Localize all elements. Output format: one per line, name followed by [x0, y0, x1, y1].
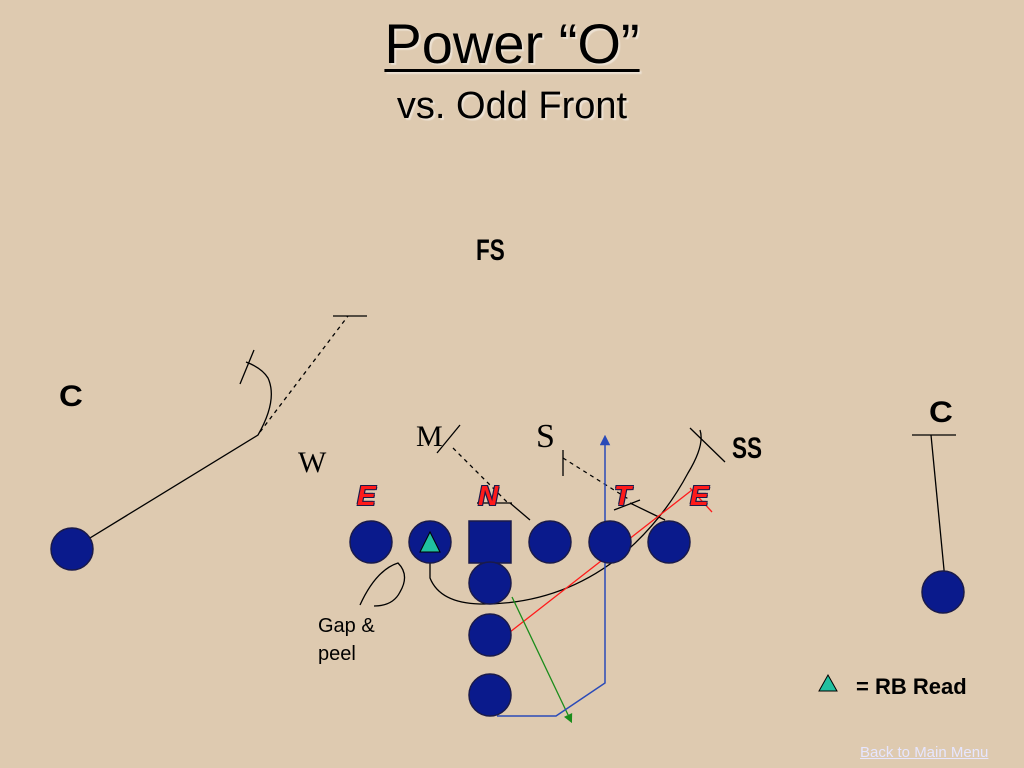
m-block-dashed: [452, 447, 509, 504]
center-to-n-block: [509, 502, 531, 521]
right-receiver: [921, 570, 965, 614]
rb-read-triangle-icon: [419, 530, 441, 553]
gap-peel-note-line2: peel: [318, 643, 356, 665]
kick-out-route-tee: [689, 487, 713, 513]
dl-e-right: E: [690, 480, 709, 511]
page-subtitle: vs. Odd Front: [396, 85, 628, 127]
tackle-to-t-block: [629, 502, 666, 521]
t-block-tee: [613, 499, 641, 511]
legend-rb-read: = RB Read: [856, 674, 967, 699]
defender-corner-right: C: [929, 396, 953, 429]
dl-e-left: E: [357, 480, 376, 511]
quarterback: [468, 561, 512, 605]
defender-w: W: [298, 446, 327, 479]
running-back: [468, 673, 512, 717]
left-receiver: [50, 527, 94, 571]
left-wr-route: [71, 361, 272, 550]
rb-read-path: [511, 596, 573, 724]
legend-triangle-icon: [818, 673, 838, 692]
gap-peel-note-line1: Gap &: [318, 615, 375, 637]
defender-ss: SS: [732, 432, 763, 465]
left-wr-route-tee: [239, 349, 255, 385]
right-wr-route: [930, 434, 946, 581]
right-tackle: [588, 520, 632, 564]
fullback: [468, 613, 512, 657]
blocking-lines: [71, 315, 956, 607]
dl-t: T: [614, 480, 632, 511]
left-tackle: [349, 520, 393, 564]
right-guard: [528, 520, 572, 564]
defender-fs: FS: [476, 234, 505, 267]
s-block-dashed: [562, 457, 631, 501]
defender-m: M: [416, 420, 443, 453]
center: [468, 520, 512, 564]
gap-and-peel-route: [359, 562, 406, 607]
defender-corner-left: C: [59, 380, 83, 413]
fs-rotation-dashed: [259, 315, 349, 433]
defender-s: S: [536, 418, 555, 455]
back-to-main-menu-link[interactable]: Back to Main Menu: [860, 744, 989, 761]
tight-end: [647, 520, 691, 564]
dl-n: N: [478, 480, 499, 511]
page-title: Power “O”: [384, 12, 640, 75]
ss-block-tee: [689, 427, 726, 463]
m-block-tee: [436, 424, 461, 454]
